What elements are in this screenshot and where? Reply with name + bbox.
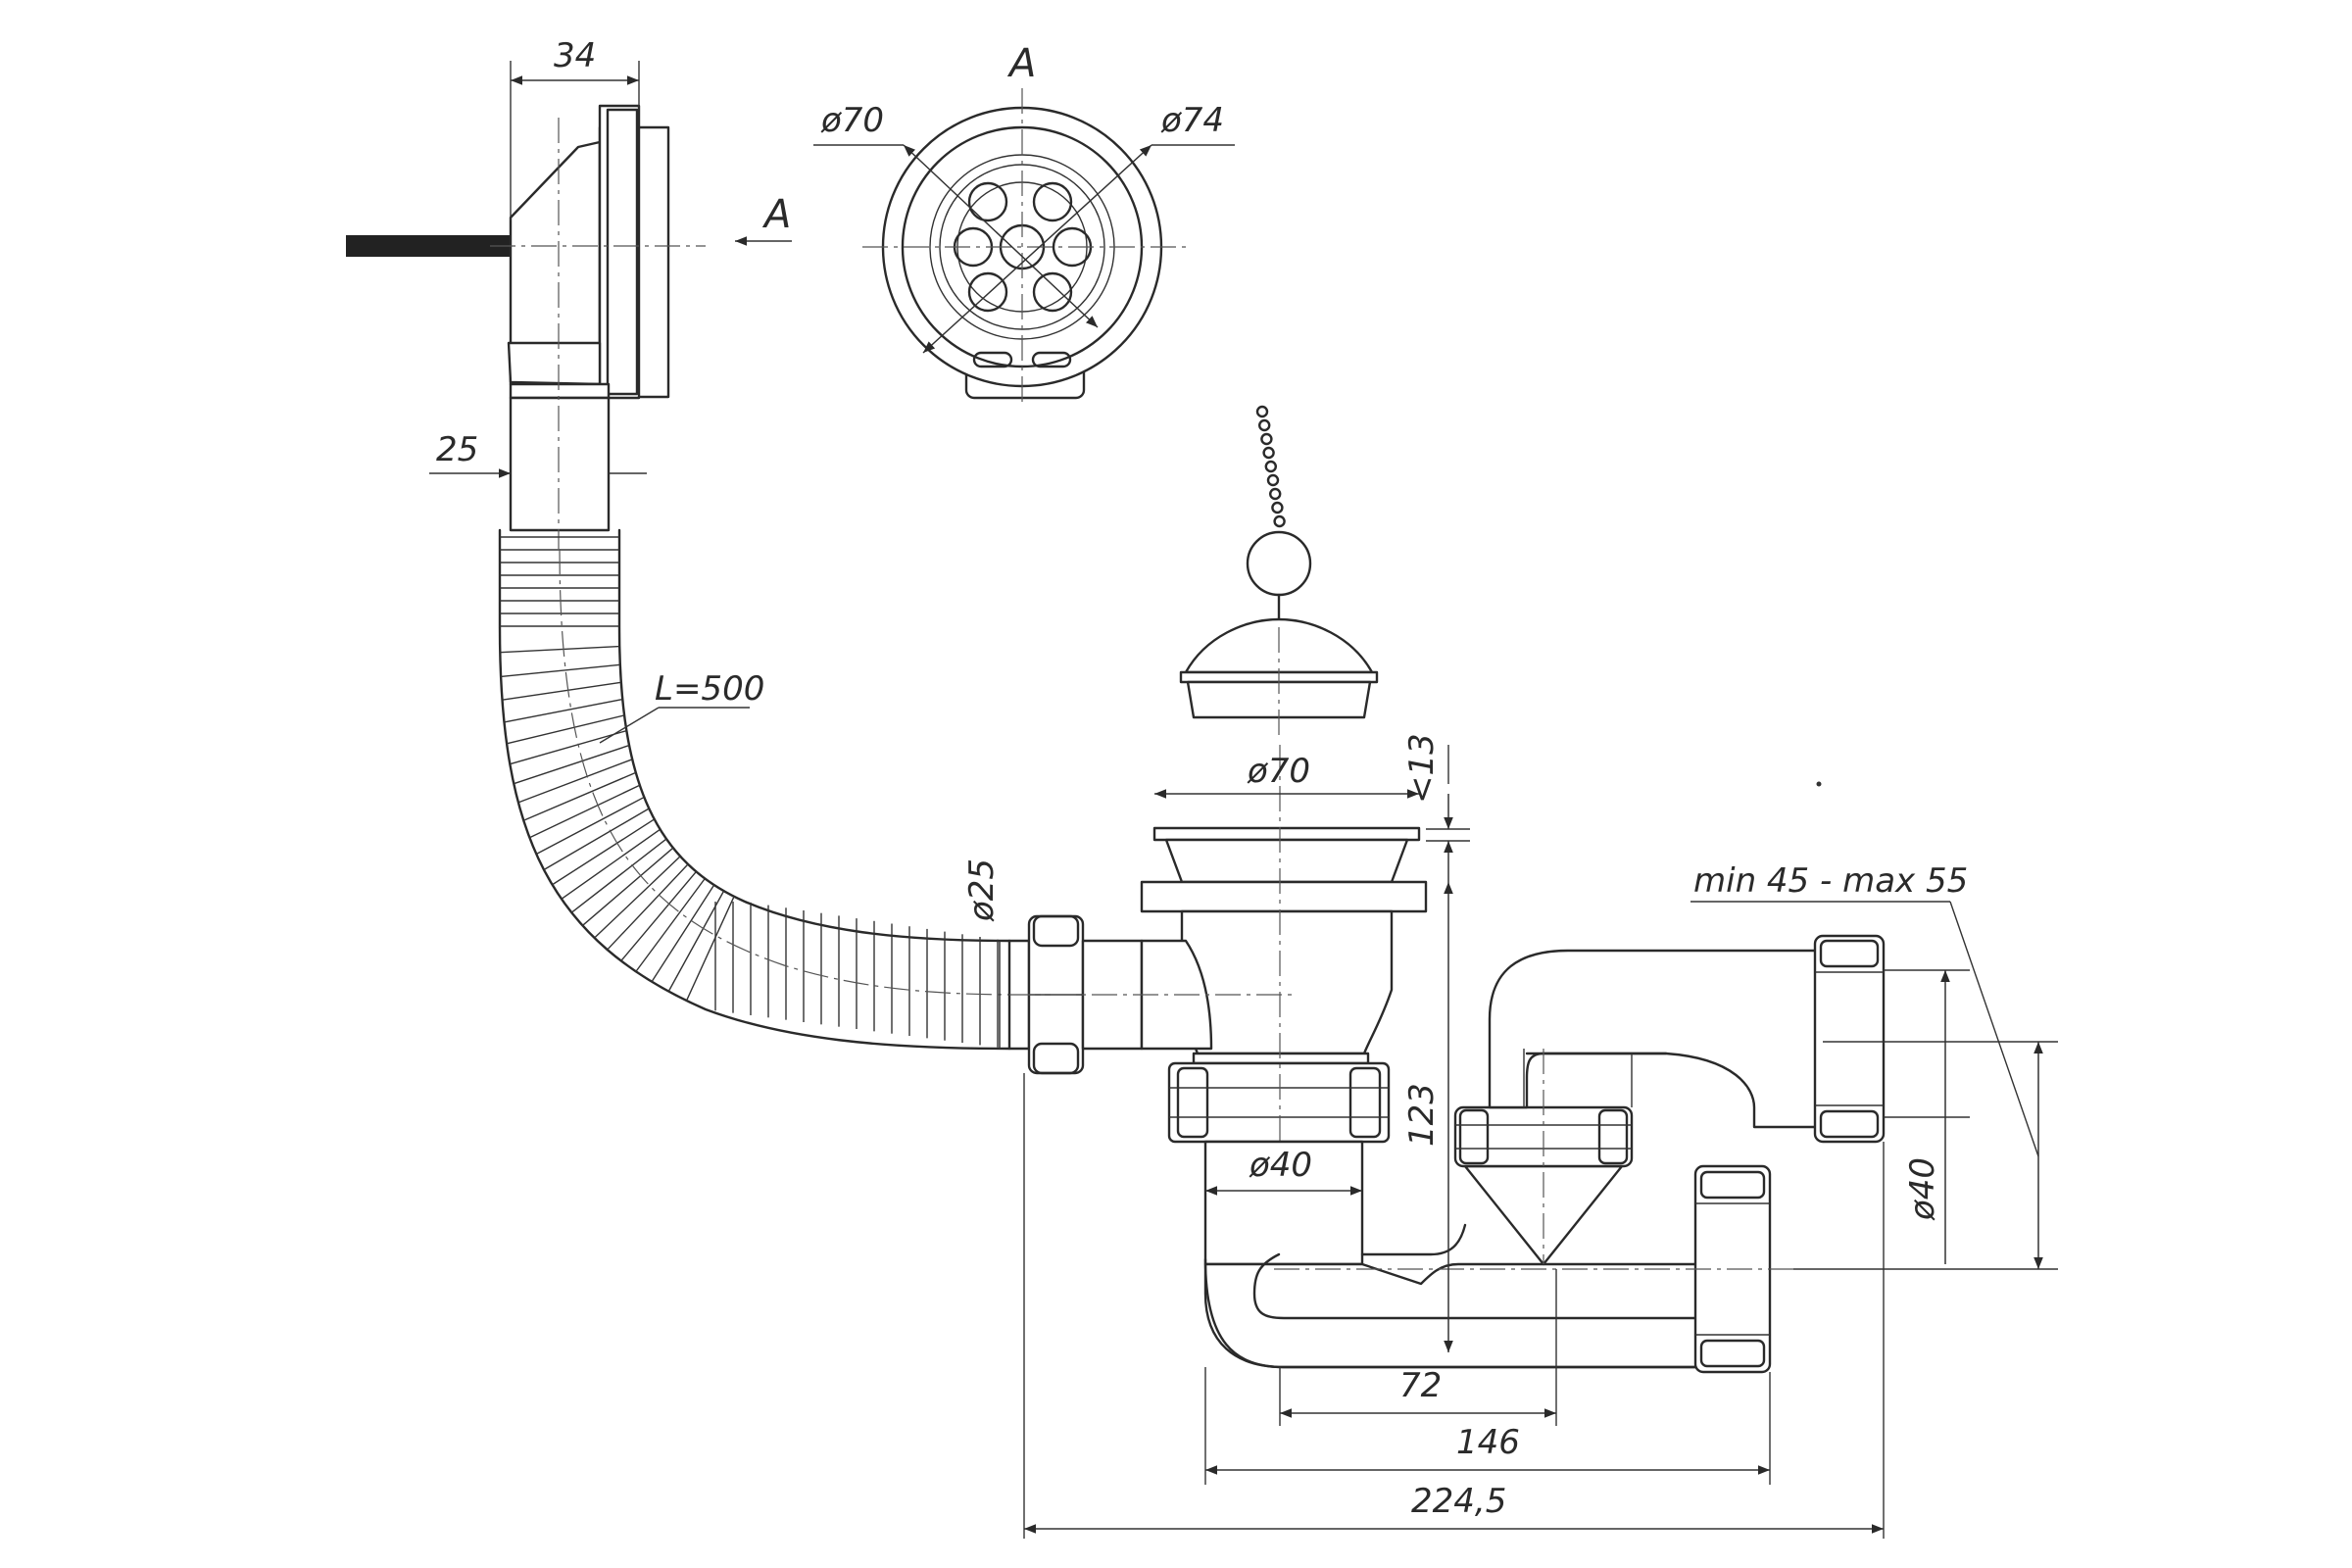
- view-a-label: A: [1006, 41, 1036, 86]
- section-arrow-label: A: [761, 192, 791, 237]
- dim-label-l500: L=500: [655, 669, 764, 709]
- corrugated-hose: [498, 528, 1020, 1051]
- dim-label-34: 34: [554, 36, 596, 75]
- section-arrow-a: A: [735, 192, 792, 246]
- dim-label-224: 224,5: [1411, 1482, 1506, 1521]
- dim-label-trap-40: ø40: [1249, 1146, 1312, 1185]
- dim-label-grid-70: ø70: [820, 101, 884, 140]
- chain: [1255, 405, 1286, 528]
- view-a-grid: A ø70 ø74: [813, 41, 1235, 402]
- plug-with-chain: [1179, 405, 1379, 735]
- dim-label-72: 72: [1399, 1366, 1442, 1405]
- dim-label-123: 123: [1402, 1083, 1442, 1147]
- overflow-assembly: [346, 104, 706, 549]
- dimensions-outlet: ø70 <13 123 ø25 ø40 min 45 - max 55 ø40: [962, 733, 2058, 1539]
- hose-ribs: [500, 536, 999, 1048]
- dim-label-13: <13: [1402, 733, 1442, 804]
- overflow-rod: [346, 235, 511, 257]
- dim-label-branch-25: ø25: [962, 858, 1002, 922]
- dim-label-25: 25: [436, 430, 478, 469]
- dim-label-adjust: min 45 - max 55: [1693, 861, 1968, 901]
- dim-label-146: 146: [1456, 1423, 1520, 1462]
- dim-label-grid-74: ø74: [1160, 101, 1224, 140]
- dim-label-outlet-70: ø70: [1247, 752, 1310, 791]
- stray-mark: [1816, 781, 1822, 787]
- outlet-body: [1007, 745, 1886, 1374]
- dim-overflow-depth: 34: [510, 36, 640, 220]
- dim-overflow-pipe: 25: [429, 430, 647, 478]
- dim-hose-length: L=500: [599, 669, 764, 744]
- dim-label-outlet-40: ø40: [1903, 1157, 1942, 1221]
